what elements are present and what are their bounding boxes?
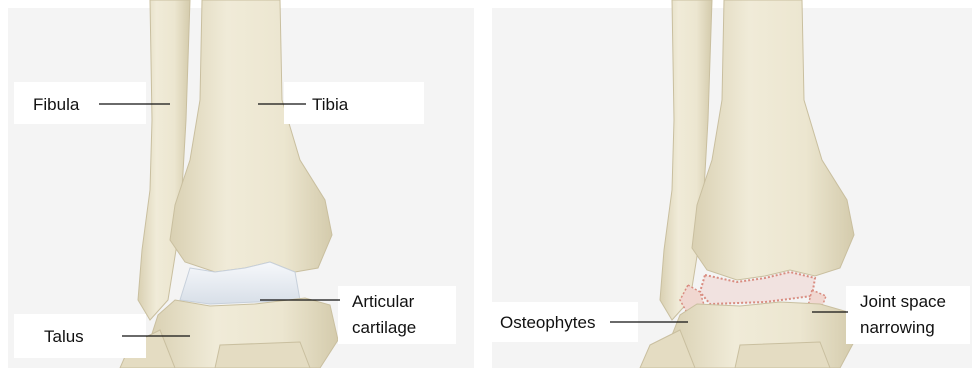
tibia-label: Tibia (312, 95, 349, 114)
talus-label: Talus (44, 327, 84, 346)
joint-space-label-line2: narrowing (860, 318, 935, 337)
fibula-label: Fibula (33, 95, 80, 114)
cartilage-label-line1: Articular (352, 292, 415, 311)
joint-space-label-line1: Joint space (860, 292, 946, 311)
cartilage-label-line2: cartilage (352, 318, 416, 337)
osteophytes-label: Osteophytes (500, 313, 595, 332)
tibia-label-box (284, 82, 424, 124)
